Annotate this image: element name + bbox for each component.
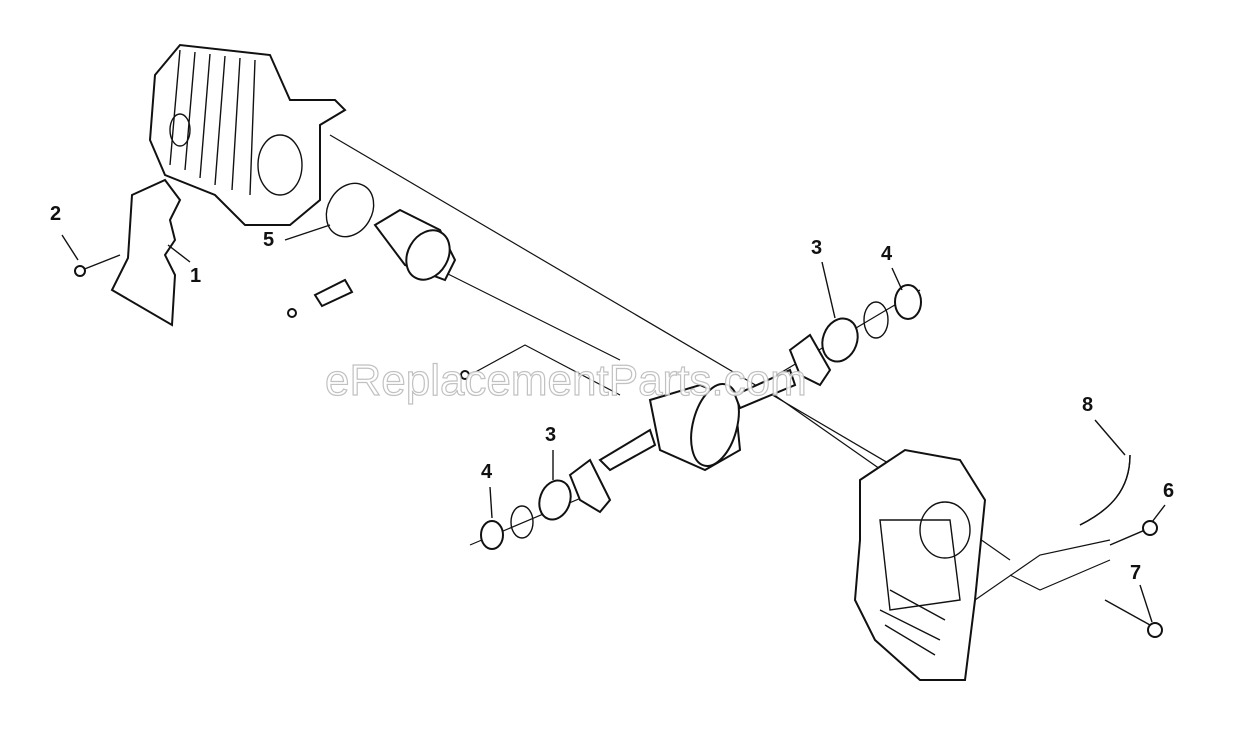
callout-7: 7 bbox=[1130, 562, 1141, 584]
bolt-7 bbox=[1104, 599, 1163, 638]
piston-ring bbox=[325, 182, 375, 238]
leader-lines bbox=[61, 224, 1166, 623]
bearing-set-left bbox=[480, 458, 612, 550]
cylinder bbox=[148, 43, 347, 226]
piston-pin bbox=[287, 278, 354, 318]
gasket bbox=[110, 178, 182, 327]
fuel-tube bbox=[1079, 454, 1131, 526]
screw bbox=[74, 254, 121, 277]
watermark: eReplacementParts.com bbox=[325, 356, 807, 405]
callout-8: 8 bbox=[1082, 394, 1093, 416]
callout-1: 1 bbox=[190, 265, 201, 287]
callout-3-right: 3 bbox=[811, 237, 822, 259]
callout-4-left: 4 bbox=[481, 461, 493, 483]
crankshaft bbox=[460, 368, 797, 472]
bolt-6 bbox=[1109, 520, 1158, 546]
callout-3-left: 3 bbox=[545, 424, 556, 446]
callout-6: 6 bbox=[1163, 480, 1174, 502]
bearing-set-right bbox=[788, 284, 922, 387]
piston bbox=[373, 208, 457, 282]
crankcase bbox=[853, 448, 987, 681]
callout-4-right: 4 bbox=[881, 243, 893, 265]
callout-2: 2 bbox=[50, 203, 61, 225]
callout-5: 5 bbox=[263, 229, 274, 251]
